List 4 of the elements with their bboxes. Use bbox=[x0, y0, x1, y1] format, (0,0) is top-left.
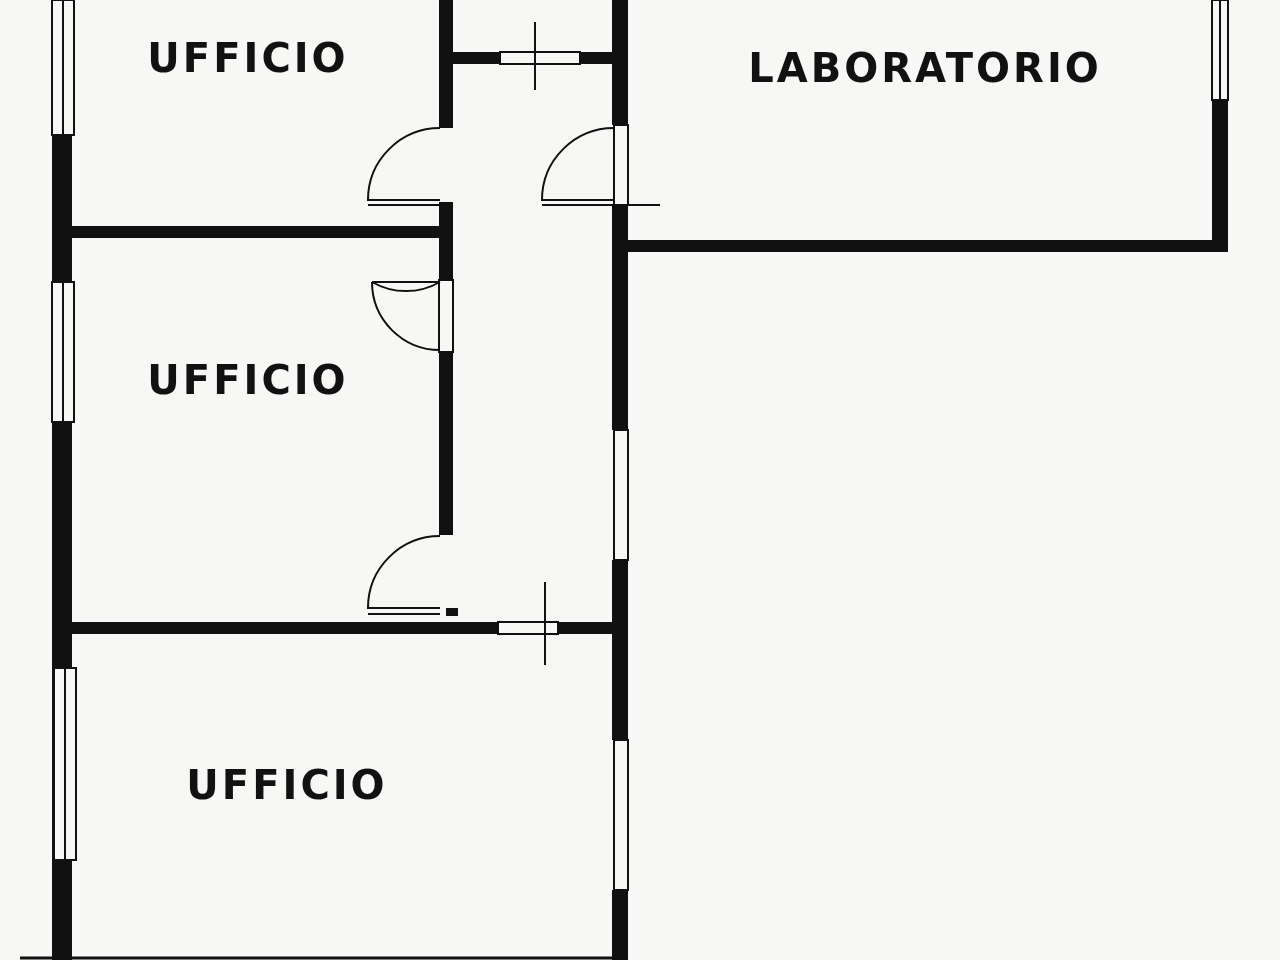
room-label: UFFICIO bbox=[147, 35, 349, 81]
room-label: LABORATORIO bbox=[748, 45, 1102, 91]
room-label: UFFICIO bbox=[186, 762, 388, 808]
room-label: UFFICIO bbox=[147, 357, 349, 403]
